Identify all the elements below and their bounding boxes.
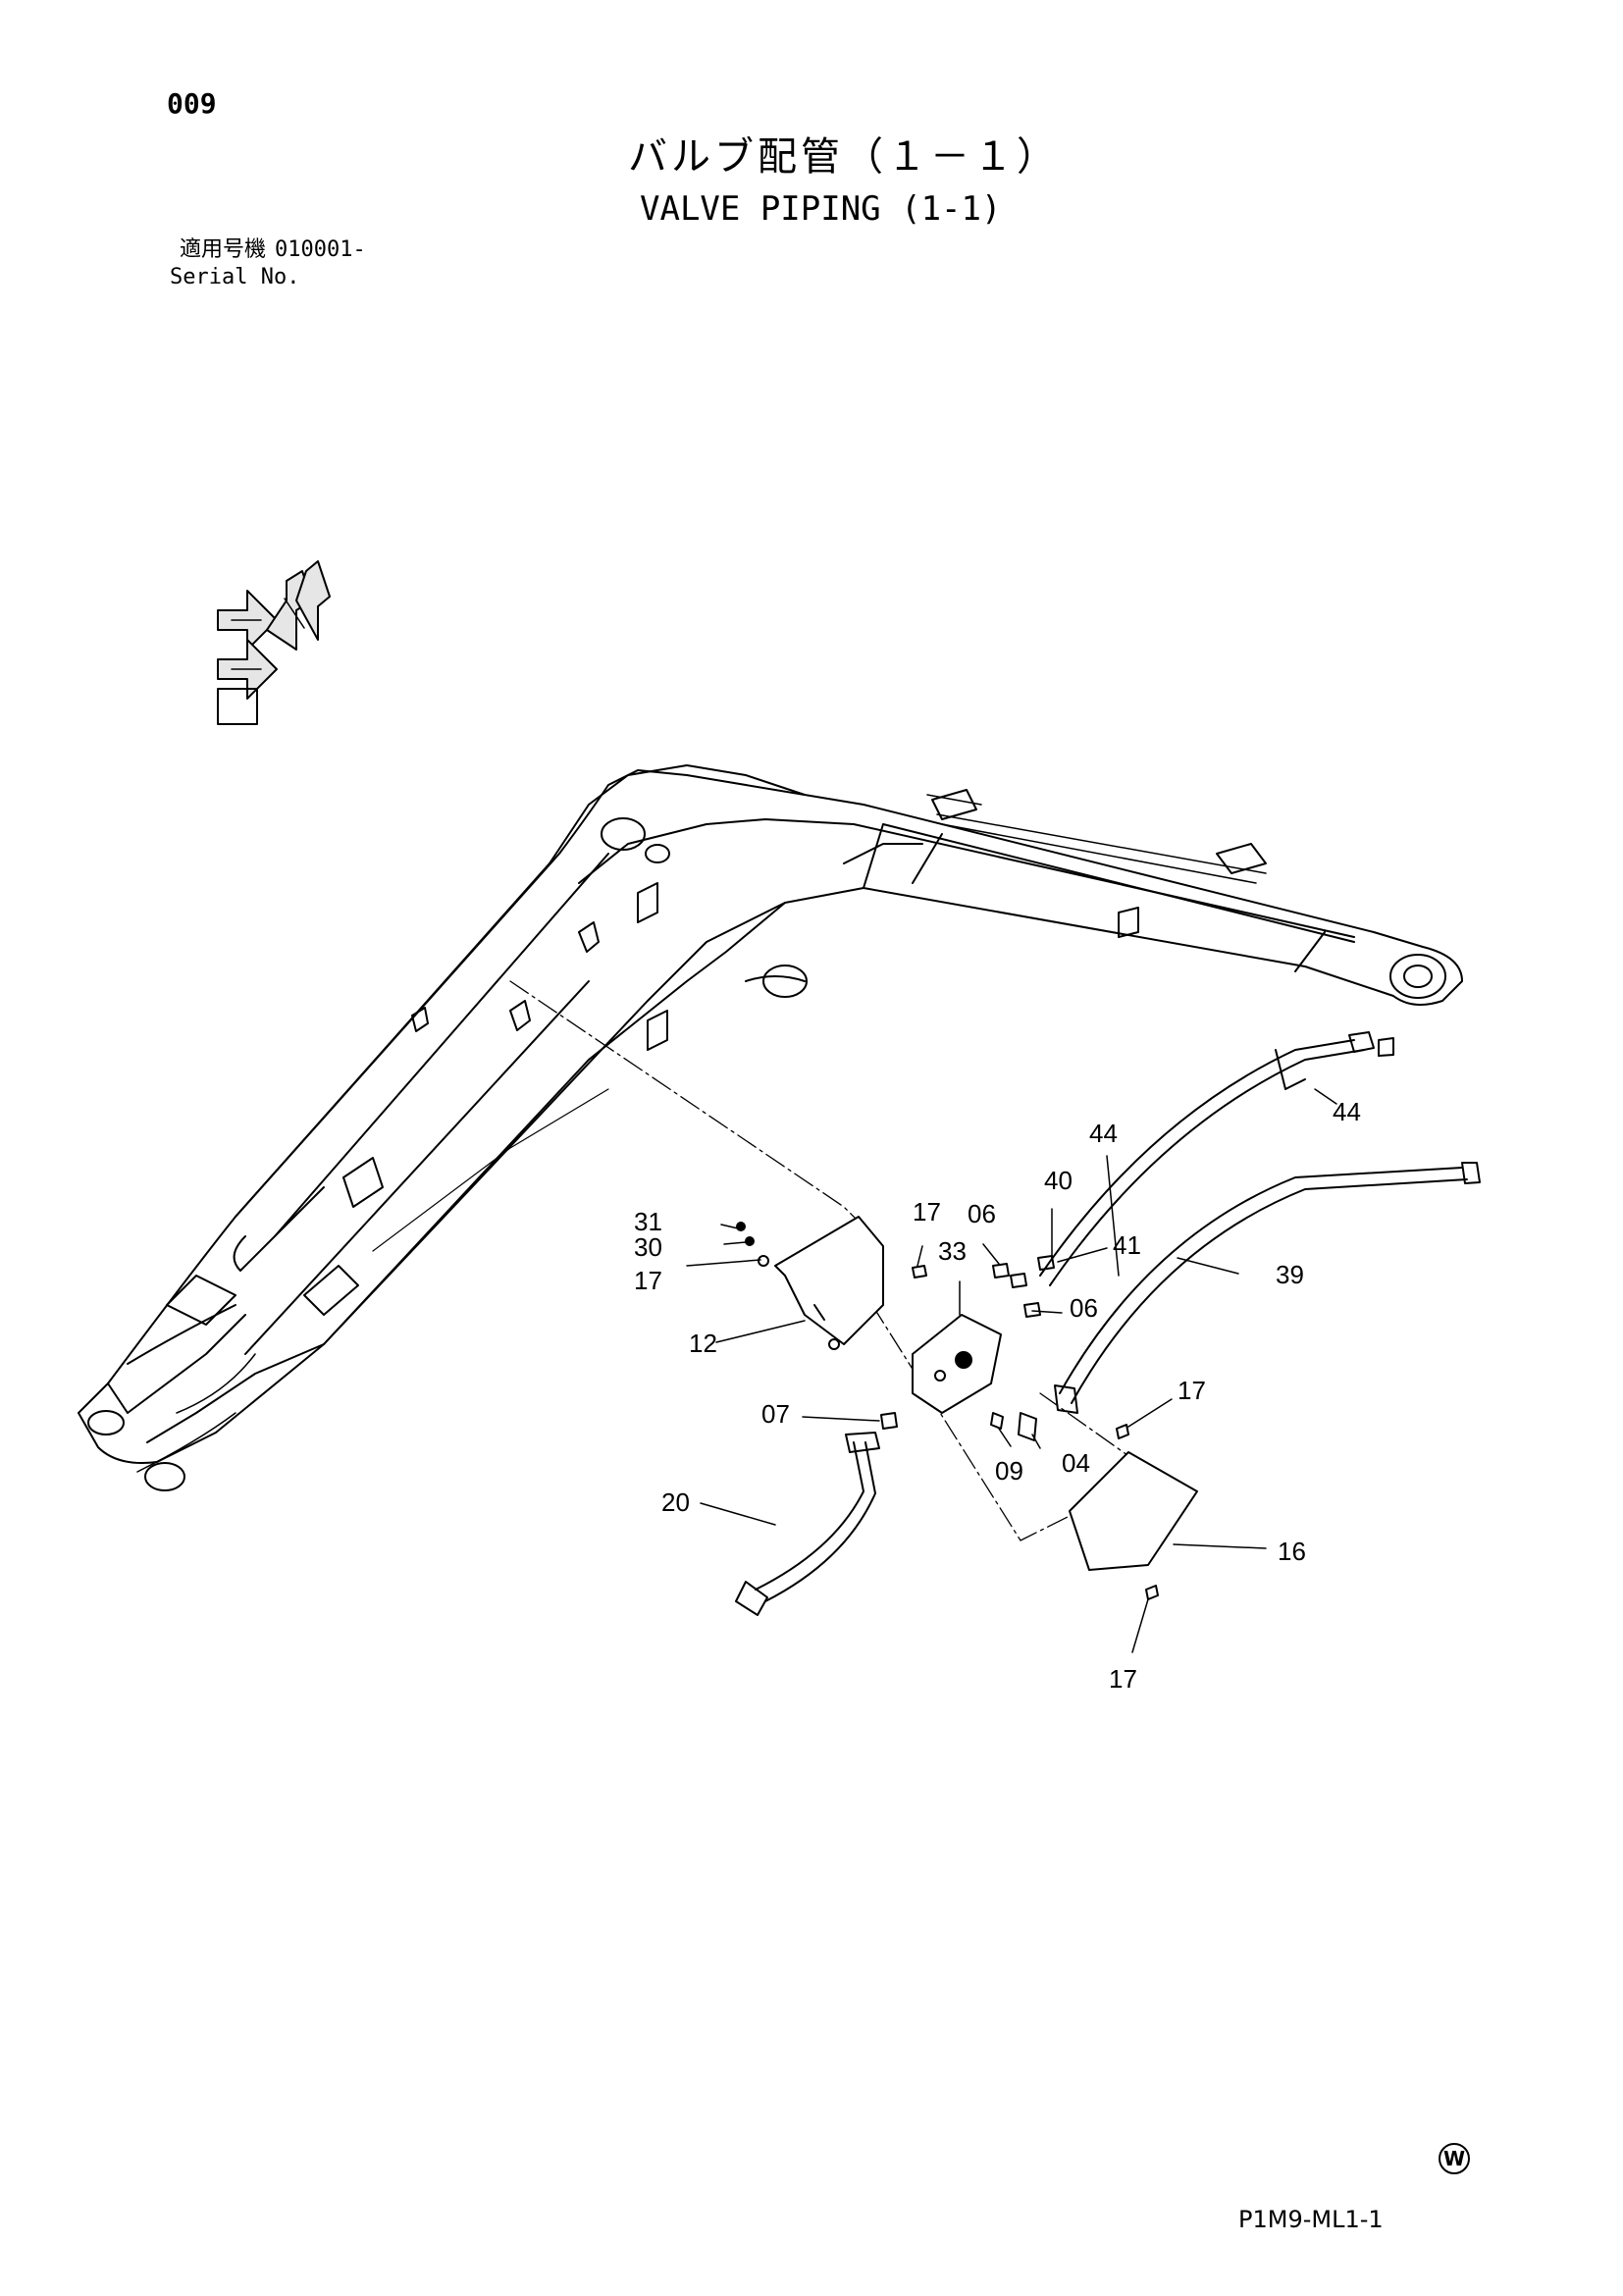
- callout-20: 20: [661, 1487, 690, 1517]
- callout-39: 39: [1276, 1260, 1304, 1289]
- callout-31: 31: [634, 1207, 662, 1236]
- document-code: P1M9-ML1-1: [1238, 2206, 1384, 2233]
- callout-04: 04: [1062, 1448, 1090, 1478]
- callout-30: 30: [634, 1232, 662, 1262]
- valve-block-33: [912, 1314, 1002, 1414]
- callout-33: 33: [938, 1236, 967, 1266]
- callout-07: 07: [761, 1399, 790, 1429]
- serial-label-english: Serial No.: [170, 265, 300, 289]
- callout-17: 17: [634, 1266, 662, 1295]
- callout-41: 41: [1113, 1230, 1141, 1260]
- callout-06: 06: [1070, 1293, 1098, 1323]
- serial-label-japanese: 適用号機: [180, 237, 267, 262]
- cover-16: [1069, 1451, 1198, 1571]
- callout-09: 09: [995, 1456, 1023, 1486]
- callout-44: 44: [1089, 1119, 1118, 1148]
- callout-06: 06: [968, 1199, 996, 1228]
- callout-17: 17: [913, 1197, 941, 1226]
- serial-number-value: 010001-: [275, 237, 366, 262]
- bracket-12: [774, 1216, 884, 1350]
- callout-leaders: [686, 1088, 1337, 1653]
- boom-outline: [78, 764, 1463, 1491]
- hose-44: [1039, 1031, 1394, 1286]
- callout-16: 16: [1278, 1537, 1306, 1566]
- page-number: 009: [167, 87, 217, 120]
- page-title-english: VALVE PIPING (1-1): [640, 189, 1002, 229]
- callout-17: 17: [1178, 1376, 1206, 1405]
- callout-44: 44: [1333, 1097, 1361, 1126]
- callout-labels: 44 44 40 41 39 31 30 17 17 06 06 33 12 0…: [634, 1097, 1361, 1694]
- callout-17: 17: [1109, 1664, 1137, 1694]
- fittings: [736, 1222, 1159, 1600]
- hose-39: [1054, 1162, 1481, 1414]
- orientation-arrows-icon: [217, 560, 331, 725]
- callout-12: 12: [689, 1329, 717, 1358]
- hose-20: [735, 1432, 880, 1616]
- page-title-japanese: バルブ配管（１－１）: [628, 134, 1060, 180]
- callout-40: 40: [1044, 1166, 1073, 1195]
- manufacturer-mark-icon: W: [1439, 2143, 1470, 2174]
